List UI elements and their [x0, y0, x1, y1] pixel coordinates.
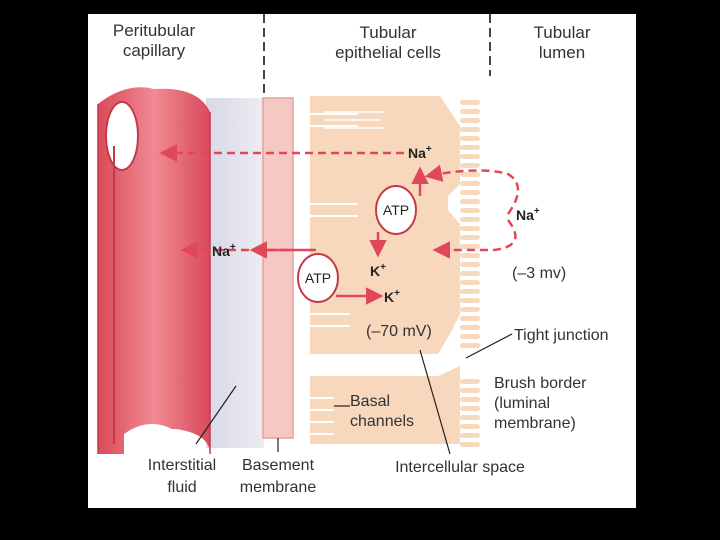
microvillus	[460, 172, 480, 177]
microvillus	[460, 181, 480, 186]
na-lumen-label: Na+	[516, 206, 540, 223]
microvillus	[460, 343, 480, 348]
microvillus	[460, 217, 480, 222]
microvillus	[460, 280, 480, 285]
microvillus	[460, 271, 480, 276]
microvillus	[460, 316, 480, 321]
microvillus	[460, 433, 480, 438]
microvillus	[460, 325, 480, 330]
atp-bottom-label: ATP	[305, 270, 331, 286]
microvillus	[460, 226, 480, 231]
microvillus	[460, 415, 480, 420]
microvillus	[460, 289, 480, 294]
microvillus	[460, 298, 480, 303]
microvillus	[460, 424, 480, 429]
microvillus	[460, 397, 480, 402]
brush-border	[460, 100, 480, 447]
microvillus	[460, 253, 480, 258]
cell-potential: (–70 mV)	[366, 323, 432, 340]
microvillus	[460, 199, 480, 204]
lumen-potential: (–3 mv)	[512, 265, 566, 282]
microvillus	[460, 190, 480, 195]
peritubular-capillary	[98, 87, 210, 454]
microvillus	[460, 208, 480, 213]
atp-pump-top: ATP	[376, 186, 416, 234]
microvillus	[460, 379, 480, 384]
microvillus	[460, 388, 480, 393]
microvillus	[460, 145, 480, 150]
microvillus	[460, 163, 480, 168]
microvillus	[460, 307, 480, 312]
microvillus	[460, 109, 480, 114]
basement-membrane	[263, 98, 293, 438]
atp-pump-bottom: ATP	[298, 254, 338, 302]
microvillus	[460, 244, 480, 249]
microvillus	[460, 136, 480, 141]
microvillus	[460, 235, 480, 240]
atp-top-label: ATP	[383, 202, 409, 218]
microvillus	[460, 334, 480, 339]
microvillus	[460, 262, 480, 267]
intercellular-space-label: Intercellular space	[395, 459, 525, 476]
tight-junction-label: Tight junction	[514, 327, 609, 344]
microvillus	[460, 406, 480, 411]
microvillus	[460, 118, 480, 123]
microvillus	[460, 127, 480, 132]
microvillus	[460, 154, 480, 159]
microvillus	[460, 100, 480, 105]
interstitial-fluid-region	[206, 98, 264, 448]
microvillus	[460, 442, 480, 447]
